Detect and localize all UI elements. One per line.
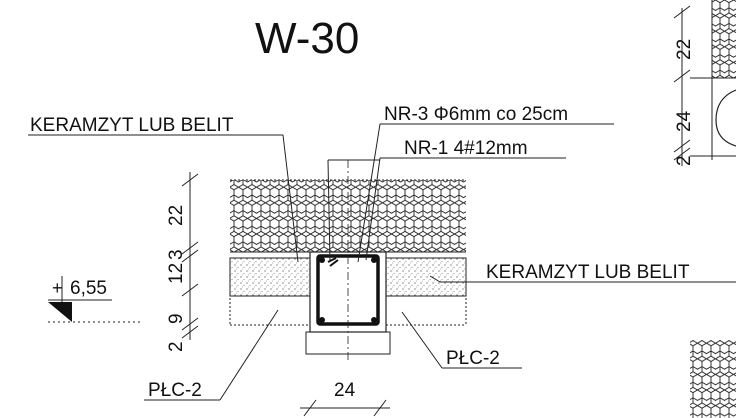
main-bar-label: NR-1 4#12mm: [404, 138, 528, 159]
beam-width-dimension: 24: [334, 380, 356, 401]
svg-text:22: 22: [674, 39, 695, 60]
stirrup-label: NR-3 Φ6mm co 25cm: [384, 104, 568, 125]
svg-text:22: 22: [166, 205, 187, 226]
leader-lines: [28, 123, 736, 401]
level-value: 6,55: [70, 278, 107, 299]
svg-text:2: 2: [166, 341, 187, 352]
svg-text:3: 3: [166, 249, 187, 260]
fill-material-label-right: KERAMZYT LUB BELIT: [486, 262, 690, 283]
level-sign: +: [52, 278, 63, 298]
slab-right: [379, 257, 467, 297]
drawing-title: W-30: [255, 14, 359, 63]
svg-text:2: 2: [674, 155, 695, 166]
slab-label-left: PŁC-2: [148, 380, 202, 401]
svg-text:12: 12: [166, 263, 187, 284]
svg-text:9: 9: [166, 313, 187, 324]
right-partial-section: 22 24 2: [673, 0, 736, 418]
level-marker: + 6,55: [48, 276, 140, 323]
beam-section: [305, 160, 391, 360]
svg-text:24: 24: [674, 110, 695, 132]
slab-left: [229, 257, 317, 297]
fill-material-label-left: KERAMZYT LUB BELIT: [30, 115, 234, 136]
slab-label-right: PŁC-2: [446, 348, 500, 369]
bottom-dimension: 24: [300, 380, 390, 417]
left-dimension-chain: 22 3 12 9 2: [166, 172, 199, 352]
